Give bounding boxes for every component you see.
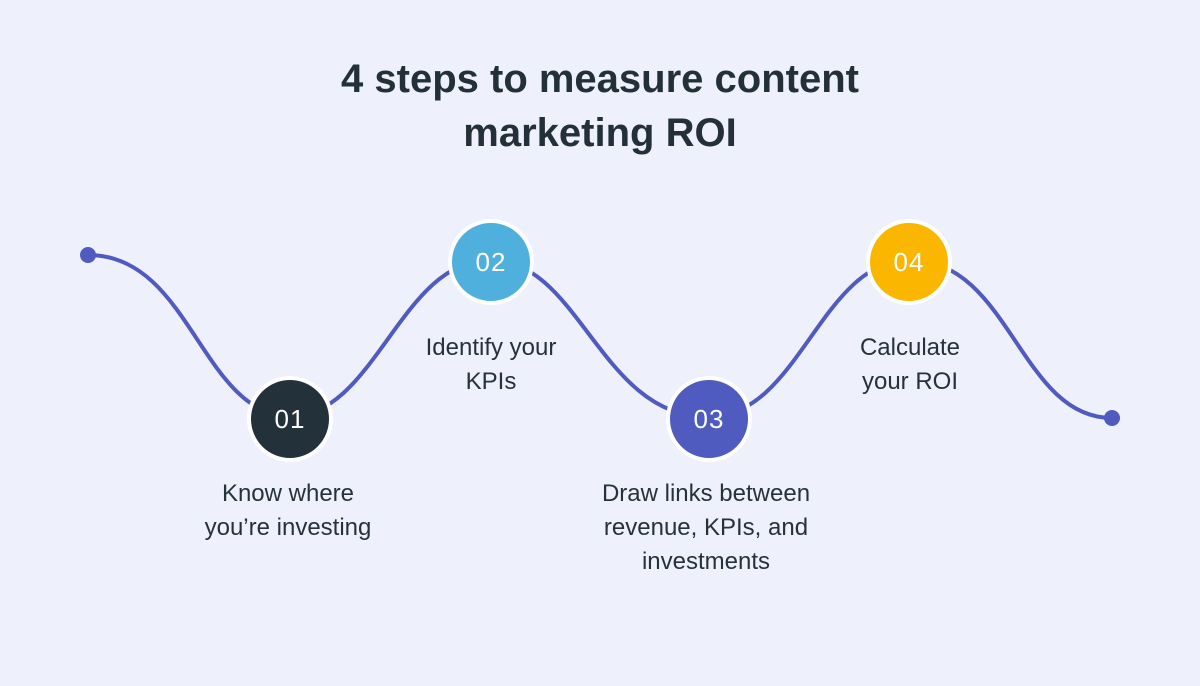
step-03-number: 03 [693,403,725,434]
wave-start-dot [80,247,96,263]
step-02-label-line-1: Identify your [425,334,557,361]
step-01-label-line-2: you’re investing [204,514,372,541]
step-04-label-line-2: your ROI [861,368,959,395]
step-04-circle: 04 [866,219,952,305]
step-02-label: Identify your KPIs [351,331,631,399]
step-04-label: Calculate your ROI [770,331,1050,399]
step-01-label: Know where you’re investing [148,477,428,545]
step-01-circle: 01 [247,376,333,462]
step-03-label: Draw links between revenue, KPIs, and in… [566,477,846,579]
step-03-label-line-2: revenue, KPIs, and [603,514,809,541]
step-02-label-line-2: KPIs [465,368,517,395]
page-title: 4 steps to measure content marketing ROI [0,52,1200,160]
step-03-label-line-1: Draw links between [601,480,811,507]
step-01-number: 01 [274,403,306,434]
step-03-circle: 03 [666,376,752,462]
step-02-number: 02 [475,246,507,277]
step-03-label-line-3: investments [641,548,771,575]
step-04-label-line-1: Calculate [859,334,961,361]
step-02-circle: 02 [448,219,534,305]
wave-end-dot [1104,410,1120,426]
title-line-2: marketing ROI [463,111,737,155]
step-01-label-line-1: Know where [221,480,355,507]
step-04-number: 04 [893,246,925,277]
title-line-1: 4 steps to measure content [341,57,859,101]
